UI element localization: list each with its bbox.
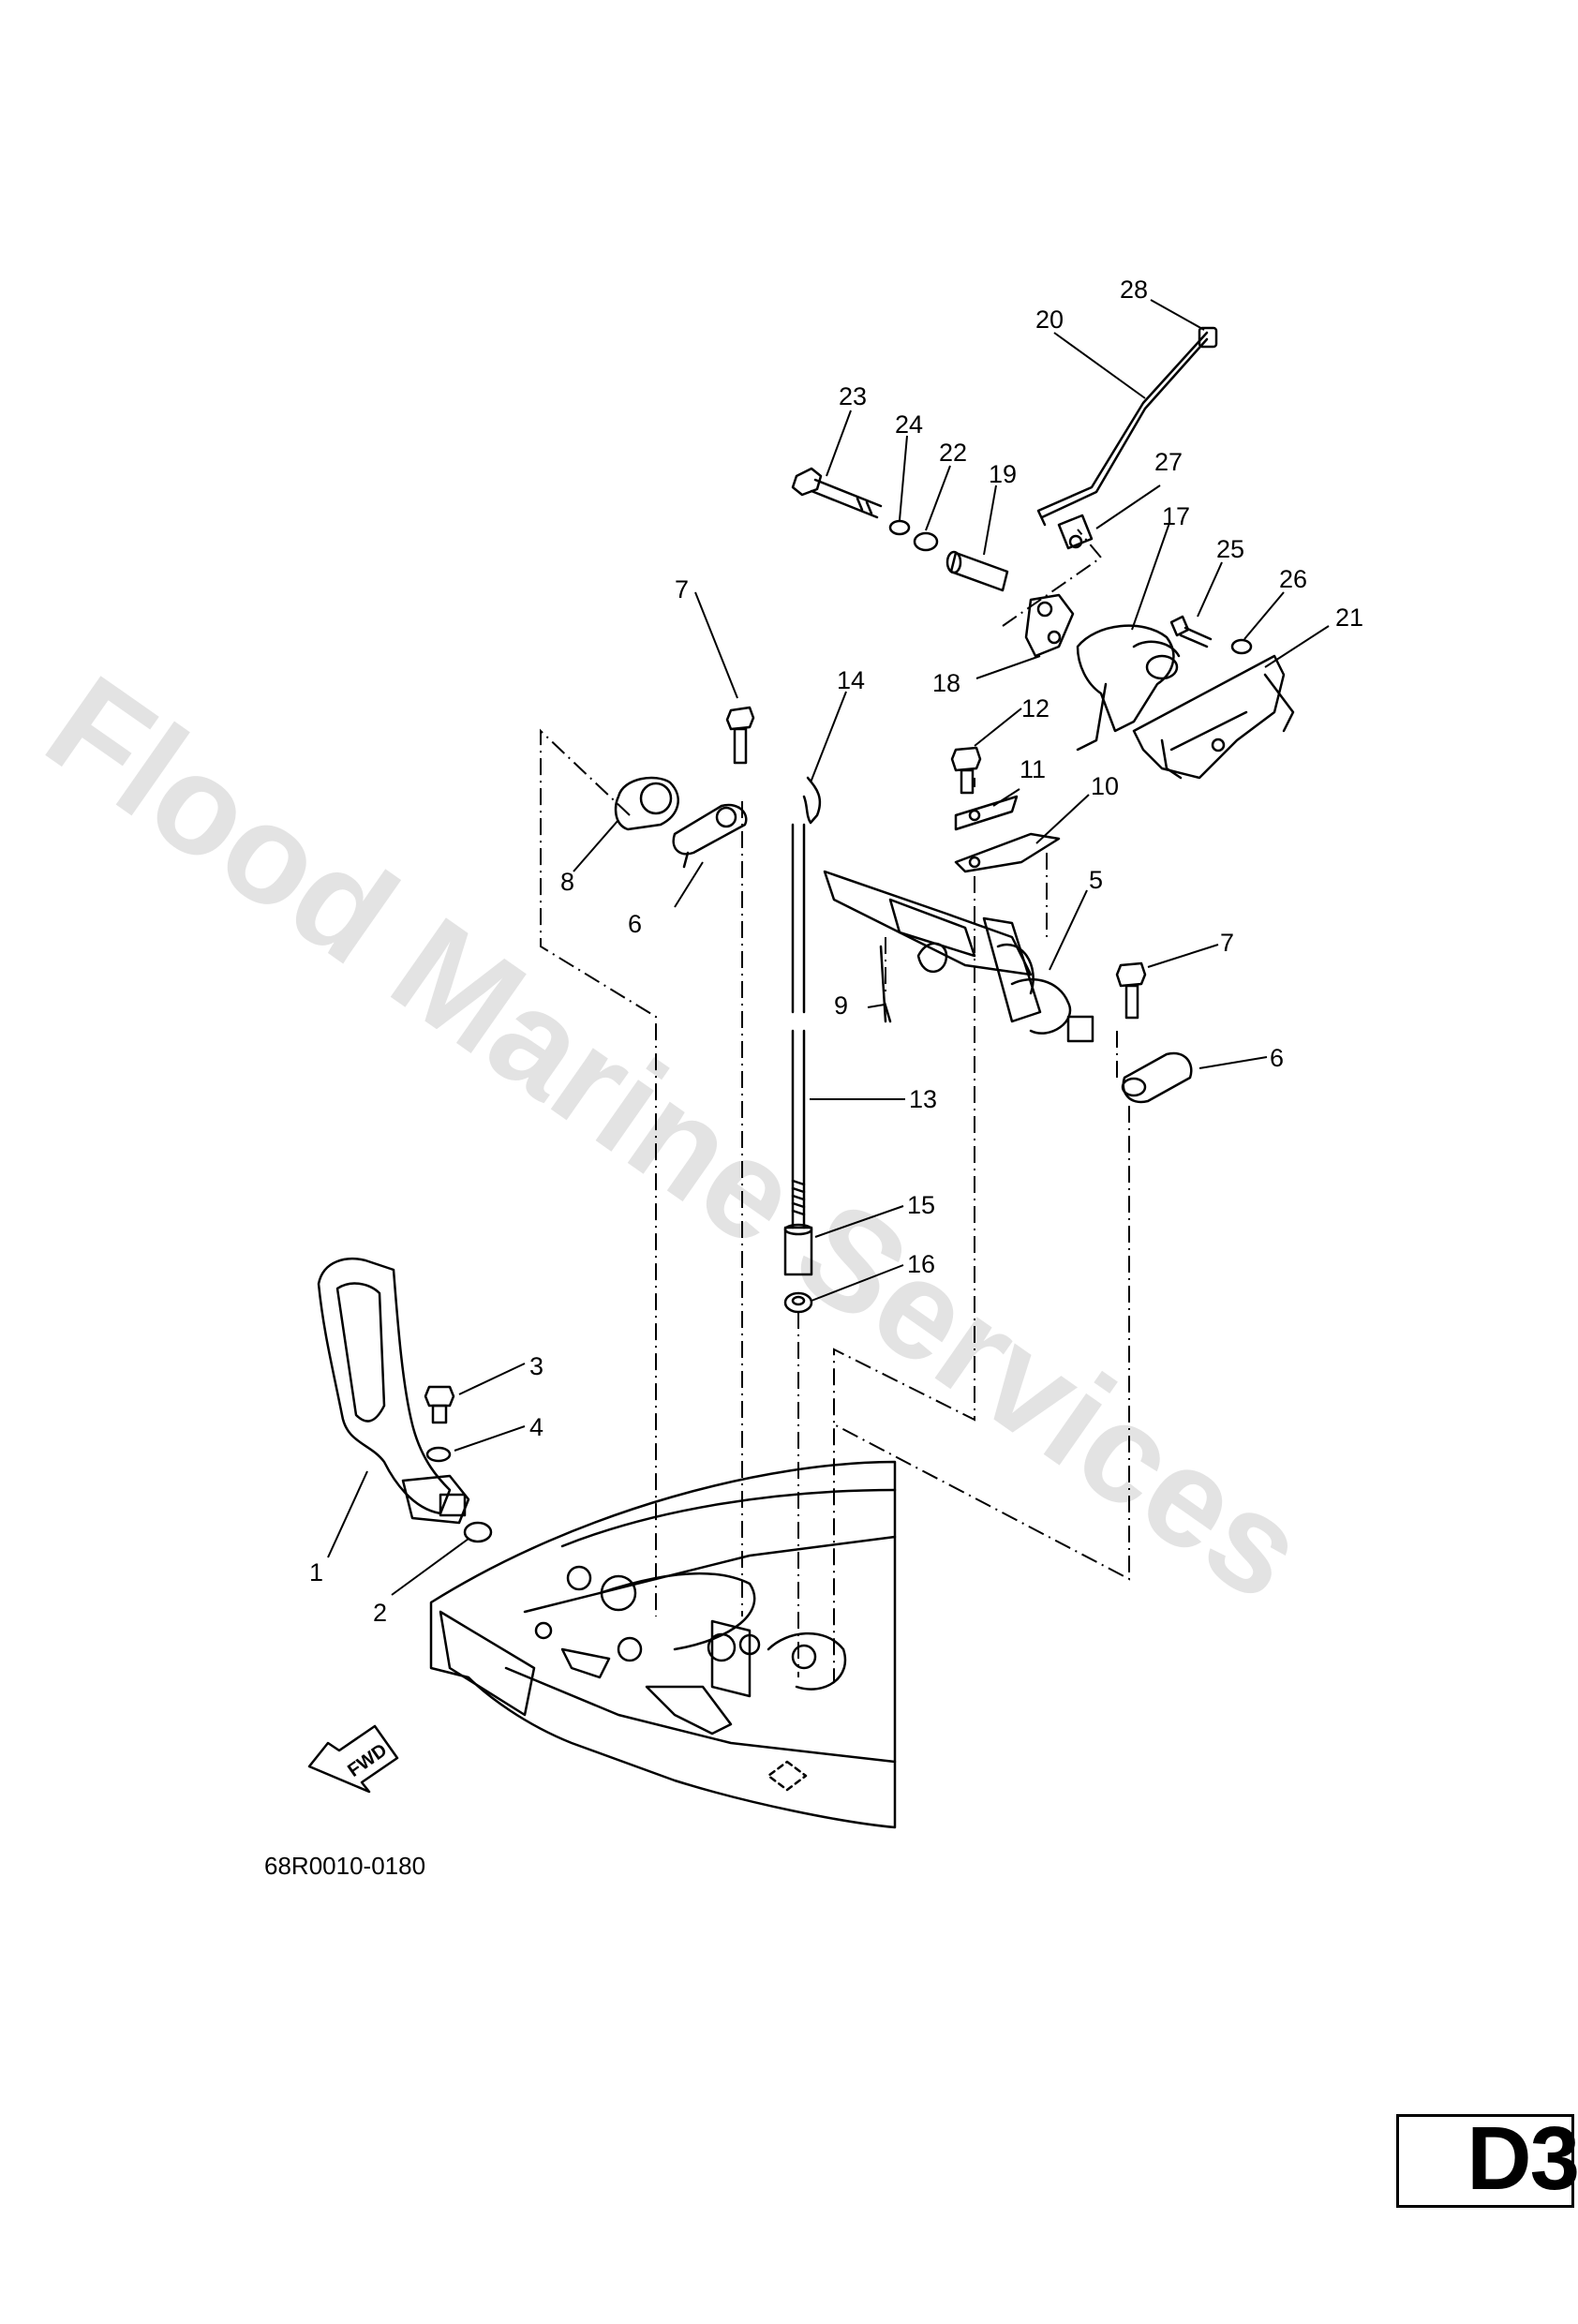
bolt-7-left [725, 706, 755, 765]
washer-4 [425, 1446, 452, 1463]
o-ring [463, 1521, 493, 1543]
collar-6-right [1121, 1051, 1193, 1104]
collar-8 [614, 776, 679, 831]
callout-9: 9 [834, 991, 848, 1020]
callout-26: 26 [1279, 565, 1307, 593]
rod-20 [1036, 331, 1209, 527]
plate-10 [954, 832, 1061, 873]
bolt-25 [1169, 615, 1213, 648]
callout-19: 19 [989, 460, 1017, 488]
clip-27 [1057, 514, 1094, 550]
rod-20b [1040, 337, 1209, 519]
page-id-box [1396, 2114, 1574, 2208]
callout-23: 23 [839, 382, 867, 410]
cap-28 [1198, 326, 1218, 349]
plate-11 [954, 795, 1019, 831]
callout-13: 13 [909, 1085, 937, 1113]
callout-10: 10 [1091, 772, 1119, 800]
callout-12: 12 [1021, 694, 1050, 723]
callout-2: 2 [373, 1599, 387, 1627]
callout-15: 15 [907, 1191, 935, 1219]
bolt-23 [791, 467, 883, 519]
callout-24: 24 [895, 410, 923, 439]
callout-20: 20 [1035, 305, 1064, 334]
callout-25: 25 [1216, 535, 1244, 563]
callout-22: 22 [939, 439, 967, 467]
shift-lever [317, 1258, 470, 1525]
bolt-7-right [1115, 961, 1147, 1020]
shift-shaft-5 [823, 870, 1094, 1043]
callout-7-right: 7 [1220, 929, 1234, 957]
pin-9b [883, 1001, 892, 1023]
leader-lines [327, 299, 1330, 1596]
assembly-lines [540, 529, 1130, 1682]
callout-16: 16 [907, 1250, 935, 1278]
callout-28: 28 [1120, 276, 1148, 304]
callout-8: 8 [560, 868, 574, 896]
washer-26 [1230, 638, 1253, 655]
callout-18: 18 [932, 669, 960, 697]
washer-22 [913, 531, 939, 552]
bracket-21 [1132, 654, 1295, 780]
shift-rod-13 [791, 1029, 806, 1229]
callout-6-right: 6 [1270, 1044, 1284, 1072]
bracket-17 [1076, 624, 1181, 752]
callout-1: 1 [309, 1558, 323, 1587]
callout-6-left: 6 [628, 910, 642, 938]
page-id: D3 [1466, 2108, 1578, 2209]
spacer-19 [945, 550, 1009, 592]
callout-14: 14 [837, 666, 865, 694]
callout-11: 11 [1020, 755, 1046, 783]
diagram-code: 68R0010-0180 [264, 1852, 425, 1880]
fwd-label: FWD [344, 1740, 391, 1781]
callout-4: 4 [529, 1413, 543, 1441]
pin-9 [879, 945, 887, 1023]
callout-17: 17 [1162, 502, 1190, 530]
shift-rod-upper [791, 823, 806, 1014]
callout-3: 3 [529, 1352, 543, 1380]
callouts: 1 2 3 4 5 6 6 7 7 8 9 10 11 12 13 14 15 … [309, 276, 1363, 1627]
callout-7-left: 7 [675, 575, 689, 603]
callout-27: 27 [1154, 448, 1183, 476]
washer-24 [888, 519, 911, 536]
link-18 [1024, 593, 1075, 658]
bolt-3 [424, 1385, 455, 1424]
spacer-15 [783, 1223, 813, 1276]
callout-5: 5 [1089, 866, 1103, 894]
bottom-cowling [429, 1460, 897, 1829]
bolt-12 [950, 746, 982, 795]
callout-21: 21 [1335, 603, 1363, 632]
fwd-arrow-icon [307, 1724, 399, 1794]
collar-6-left [672, 803, 748, 869]
clip-14 [802, 776, 822, 825]
